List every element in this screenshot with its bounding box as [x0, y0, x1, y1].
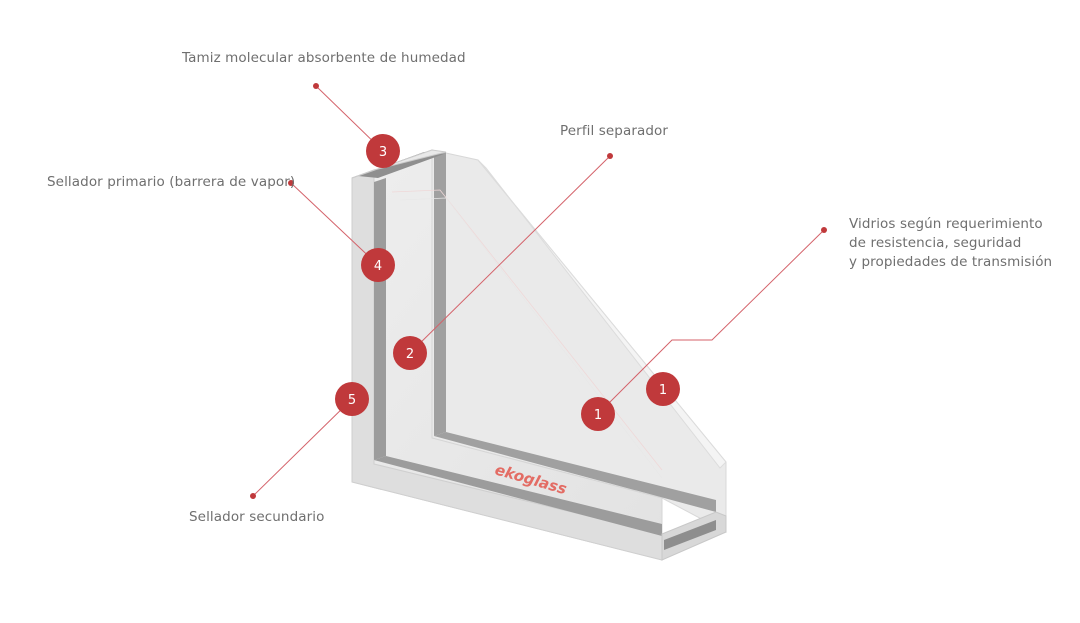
molecular-sieve-cap [358, 152, 444, 178]
label-line-1: Vidrios según requerimiento [849, 216, 1043, 232]
badge-4: 4 [361, 248, 395, 282]
badge-number: 5 [348, 393, 356, 408]
badge-number: 3 [379, 145, 387, 160]
badge-number: 1 [594, 408, 602, 423]
spacer-profile-inner-vertical [434, 152, 446, 436]
glass-reflection-line-2 [399, 197, 663, 479]
badge-1-outer: 1 [646, 372, 680, 406]
top-edge-highlight [351, 149, 447, 179]
label-primary-sealant: Sellador primario (barrera de vapor) [47, 173, 295, 192]
leader-line-2 [409, 155, 611, 354]
badge-3: 3 [366, 134, 400, 168]
label-text: Sellador primario (barrera de vapor) [47, 174, 296, 190]
badge-circle [335, 382, 369, 416]
label-spacer-profile: Perfil separador [560, 122, 668, 141]
label-text: Perfil separador [560, 123, 669, 139]
spacer-profile-inner-bottom [434, 432, 716, 512]
label-line-2: de resistencia, seguridad [849, 235, 1022, 251]
leader-dot-3 [313, 83, 319, 89]
label-text: Sellador secundario [189, 509, 325, 525]
glass-reflection-line [391, 189, 663, 471]
leader-dot-1 [821, 227, 827, 233]
leader-line-4 [290, 182, 379, 266]
badge-circle [646, 372, 680, 406]
badge-1-inner: 1 [581, 397, 615, 431]
badge-2: 2 [393, 336, 427, 370]
label-secondary-sealant: Sellador secundario [189, 508, 325, 527]
spacer-profile-bottom [374, 456, 662, 536]
label-molecular-sieve: Tamiz molecular absorbente de humedad [182, 49, 466, 68]
badge-number: 4 [374, 259, 382, 274]
badge-circle [581, 397, 615, 431]
leader-line-5 [252, 398, 353, 497]
leader-dot-5 [250, 493, 256, 499]
leader-line-1 [597, 229, 825, 415]
badge-number: 1 [659, 383, 667, 398]
badge-circle [366, 134, 400, 168]
label-glass-panes: Vidrios según requerimiento de resistenc… [849, 215, 1052, 272]
bottom-end-slot [664, 520, 716, 550]
label-text: Tamiz molecular absorbente de humedad [182, 50, 466, 66]
badge-circle [393, 336, 427, 370]
leader-dots [250, 83, 827, 499]
badge-circle [361, 248, 395, 282]
label-line-3: y propiedades de transmisión [849, 254, 1053, 270]
badge-5: 5 [335, 382, 369, 416]
badge-number: 2 [406, 347, 414, 362]
leader-dot-2 [607, 153, 613, 159]
leader-dot-4 [288, 180, 294, 186]
spacer-profile-vertical [374, 178, 386, 460]
